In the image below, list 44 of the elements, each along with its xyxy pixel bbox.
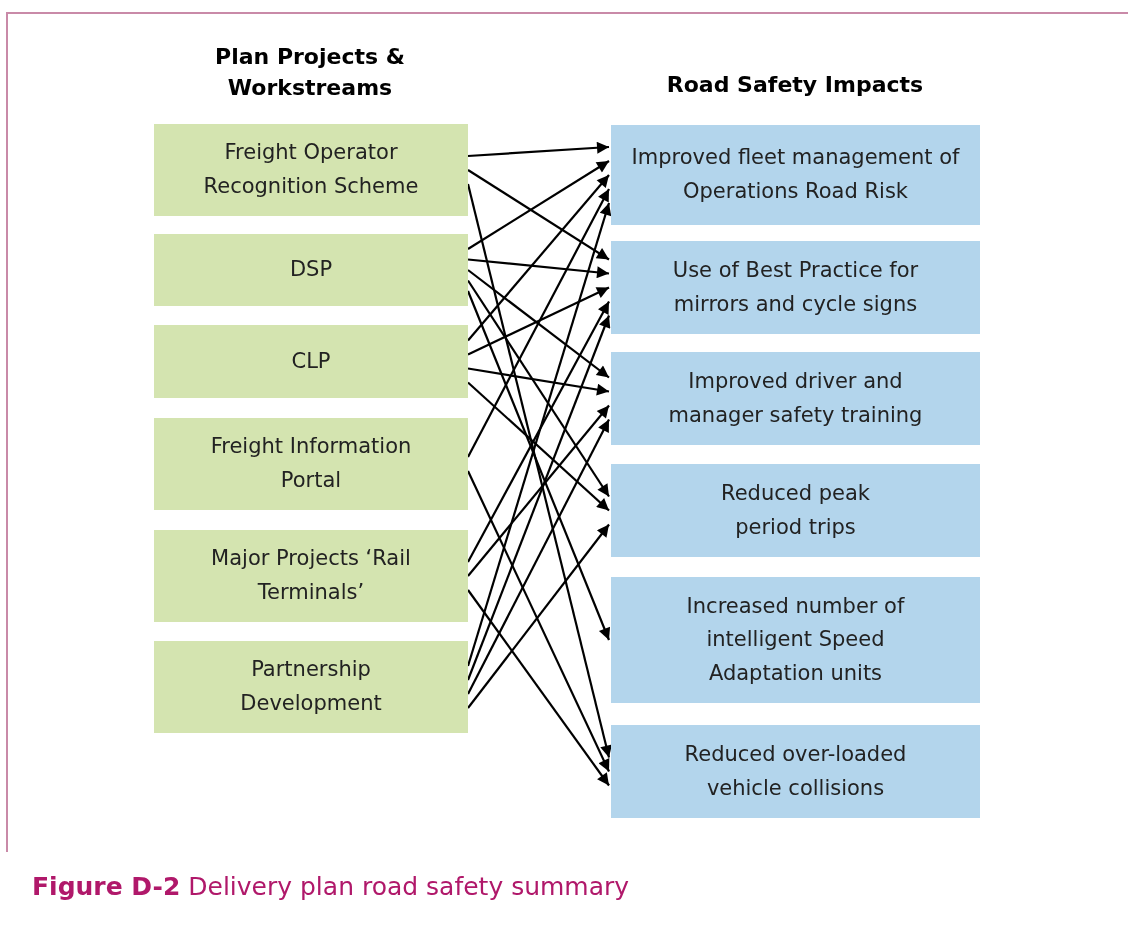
arrow (467, 419, 610, 695)
box-label: Freight Information Portal (209, 433, 413, 494)
impact-box (611, 577, 980, 703)
project-box (154, 234, 468, 306)
box-label: DSP (289, 256, 333, 284)
arrow (467, 174, 610, 342)
impact-box (611, 125, 980, 225)
project-box (154, 124, 468, 216)
project-box (154, 530, 468, 622)
arrow (467, 169, 610, 261)
box-label: CLP (291, 347, 331, 375)
impact-box (611, 352, 980, 445)
arrow (467, 188, 610, 458)
arrow (467, 286, 610, 356)
project-box (154, 641, 468, 733)
box-label: Major Projects ‘Rail Terminals’ (210, 545, 412, 606)
impact-box (611, 241, 980, 334)
box-label: Use of Best Practice for mirrors and cycle signs (671, 256, 920, 318)
box-label: Reduced over-loaded vehicle collisions (683, 740, 908, 802)
box-label: Increased number of intelligent Speed Adaptation units (685, 592, 906, 687)
box-label: Reduced peak period trips (720, 479, 871, 541)
arrow (467, 470, 610, 772)
arrow (467, 160, 610, 250)
column-heading: Road Safety Impacts (665, 71, 925, 99)
arrow (467, 258, 610, 279)
box-label: Improved fleet management of Operations Road Risk (630, 144, 961, 205)
project-box (154, 325, 468, 398)
arrow (467, 367, 610, 396)
arrow (467, 589, 610, 787)
arrow (467, 523, 610, 709)
column-heading: Plan Projects & Workstreams (214, 43, 406, 102)
impact-box (611, 464, 980, 557)
impact-box (611, 725, 980, 818)
arrow (467, 404, 610, 577)
box-label: Improved driver and manager safety training (667, 367, 924, 429)
arrow (467, 141, 610, 158)
project-box (154, 418, 468, 510)
arrow (467, 279, 610, 498)
arrow (467, 381, 610, 512)
figure-caption: Figure D-2 Delivery plan road safety summary (32, 872, 630, 901)
arrow (467, 300, 610, 563)
box-label: Freight Operator Recognition Scheme (202, 139, 420, 200)
arrow (467, 269, 610, 379)
box-label: Partnership Development (239, 656, 383, 717)
